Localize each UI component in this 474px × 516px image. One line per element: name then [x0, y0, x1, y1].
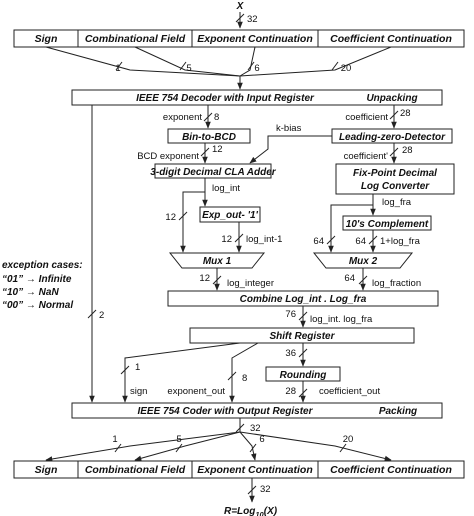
unpacking-label: Unpacking: [366, 93, 417, 104]
out-field-sign: Sign: [35, 464, 58, 476]
result-label: R=Log10(X): [224, 506, 278, 516]
exp-out-block: [199, 206, 261, 223]
log-converter-label-1: Fix-Point Decimal: [353, 168, 437, 179]
log-int-1-width: 12: [221, 234, 232, 245]
bus-slash: [235, 13, 245, 23]
bin-to-bcd-block: [167, 128, 251, 144]
combined-width: 76: [285, 309, 296, 320]
out-field-coefficient-continuation: Coefficient Continuation: [330, 464, 452, 476]
sign-label: sign: [130, 386, 147, 397]
field-exponent-continuation: Exponent Continuation: [197, 33, 313, 45]
field-combinational: Combinational Field: [85, 33, 186, 45]
sign-width: 1: [135, 362, 140, 373]
combine-label: Combine Log_int . Log_fra: [240, 294, 367, 305]
out-field-combinational: Combinational Field: [85, 464, 186, 476]
width-exponent: 6: [254, 63, 259, 74]
rounding-label: Rounding: [280, 370, 327, 381]
decoder-label: IEEE 754 Decoder with Input Register: [136, 93, 315, 104]
width-sign: 1: [115, 63, 120, 74]
mux2-label: Mux 2: [349, 256, 378, 267]
bcd-exponent-label: BCD exponent: [137, 151, 199, 162]
coefficient-prime-width: 28: [402, 145, 413, 156]
out-field-exponent-continuation: Exponent Continuation: [197, 464, 313, 476]
sign-arrow: [122, 342, 241, 403]
exception-title: exception cases:: [2, 260, 83, 271]
log-integer-width: 12: [199, 273, 210, 284]
k-bias-label: k-bias: [276, 123, 302, 134]
input-width-label: 32: [247, 14, 258, 25]
k-bias-arrow: [249, 135, 332, 164]
exp-out-label: Exp_out- '1': [202, 210, 258, 221]
exponent-out-arrow: [229, 342, 259, 403]
log-fraction-width: 64: [344, 273, 355, 284]
exponent-out-label: exponent_out: [167, 386, 225, 397]
coefficient-width: 28: [400, 108, 411, 119]
coefficient-out-label: coefficient_out: [319, 386, 380, 397]
one-plus-width: 64: [355, 236, 366, 247]
log-int-width: 12: [165, 212, 176, 223]
decimal-adder-label: 3-digit Decimal CLA Adder: [150, 167, 276, 178]
coefficient-label: coefficient: [345, 112, 388, 123]
log-fra-label: log_fra: [382, 197, 412, 208]
log-converter-block: [335, 163, 455, 195]
exponent-out-width: 8: [242, 373, 247, 384]
input-x-label: X: [236, 1, 245, 12]
log-fra-width: 64: [313, 236, 324, 247]
log-fraction-label: log_fraction: [372, 278, 421, 289]
coder-label: IEEE 754 Coder with Output Register: [137, 406, 313, 417]
out-width-coefficient: 20: [343, 434, 354, 445]
field-sign: Sign: [35, 33, 58, 45]
decimal-adder-block: [154, 163, 272, 179]
bcd-exponent-width: 12: [212, 144, 223, 155]
log-int-label: log_int: [212, 183, 240, 194]
mux1-block: [168, 252, 266, 269]
log-int-to-mux1-arrow: [180, 191, 205, 253]
decoder-block: [71, 89, 443, 106]
out-width-sign: 1: [112, 434, 117, 445]
width-combinational: 5: [186, 63, 191, 74]
exception-width: 2: [99, 310, 104, 321]
output-fan-out: [45, 418, 392, 462]
width-coefficient: 20: [341, 63, 352, 74]
shift-register-label: Shift Register: [269, 331, 335, 342]
combined-label: log_int. log_fra: [310, 314, 373, 325]
out-width-exponent: 6: [259, 434, 264, 445]
mux1-label: Mux 1: [203, 256, 232, 267]
tens-complement-block: [342, 215, 432, 231]
log-converter-label-2: Log Converter: [361, 181, 430, 192]
exponent-label: exponent: [163, 112, 202, 123]
exponent-width: 8: [214, 112, 219, 123]
one-plus-log-fra-label: 1+log_fra: [380, 236, 421, 247]
shift-register-block: [189, 327, 415, 344]
exception-case-10: “10” → NaN: [2, 287, 59, 298]
log-int-1-label: log_int-1: [246, 234, 282, 245]
out-width-combinational: 5: [176, 434, 181, 445]
packing-label: Packing: [379, 406, 417, 417]
output-field-register: Sign Combinational Field Exponent Contin…: [13, 460, 465, 479]
log-integer-label: log_integer: [227, 278, 274, 289]
input-fan-in: [45, 46, 392, 90]
coder-width: 32: [250, 423, 261, 434]
rounding-input-width: 36: [285, 348, 296, 359]
mux2-block: [312, 252, 414, 269]
leading-zero-detector-label: Leading-zero-Detector: [339, 132, 446, 143]
result-width: 32: [260, 484, 271, 495]
coefficient-prime-label: coefficient': [344, 151, 389, 162]
coefficient-out-width: 28: [285, 386, 296, 397]
exception-case-01: “01” → Infinite: [2, 274, 72, 285]
tens-complement-label: 10's Complement: [346, 219, 429, 230]
bin-to-bcd-label: Bin-to-BCD: [182, 132, 236, 143]
field-coefficient-continuation: Coefficient Continuation: [330, 33, 452, 45]
exception-case-00: “00” → Normal: [2, 300, 73, 311]
log-fra-to-mux2-arrow: [328, 204, 373, 253]
coder-block: [71, 402, 443, 419]
input-field-register: Sign Combinational Field Exponent Contin…: [13, 29, 465, 48]
